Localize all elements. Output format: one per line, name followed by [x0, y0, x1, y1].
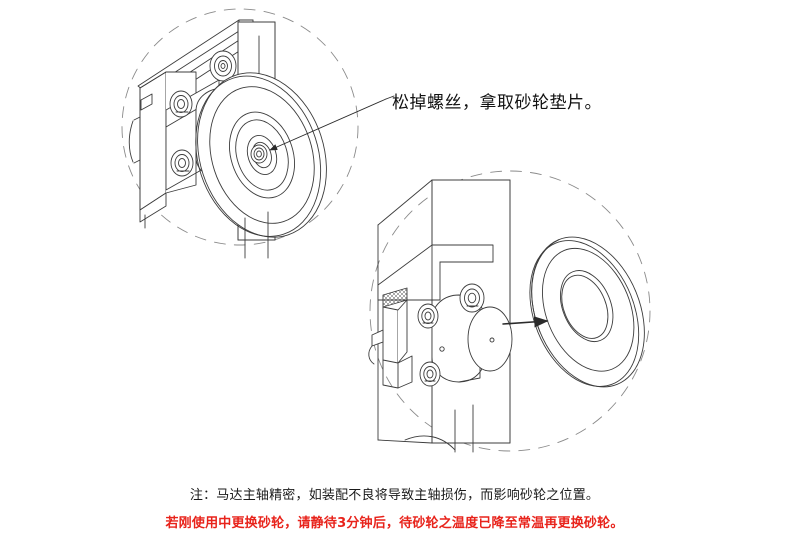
knurled-bracket	[368, 287, 413, 389]
callout-leader-tail	[385, 95, 395, 100]
hex-socket-bolt	[169, 90, 193, 118]
note-spindle-precision: 注：马达主轴精密，如装配不良将导致主轴损伤，而影响砂轮之位置。	[189, 488, 600, 503]
frame-base-lower	[404, 404, 474, 453]
note-hot-wheel-warning: 若刚使用中更换砂轮，请静待3分钟后，待砂轮之温度已降至常温再更换砂轮。	[165, 516, 624, 531]
hex-socket-bolt	[419, 361, 441, 387]
hex-socket-bolt	[209, 50, 237, 82]
motor-spindle-shaft	[431, 294, 513, 383]
removal-direction-arrow	[502, 316, 549, 328]
hex-socket-bolt	[170, 149, 194, 177]
hex-socket-bolt	[459, 283, 485, 313]
figure-lower-right	[368, 170, 651, 453]
callout-leader-line	[269, 98, 387, 151]
center-hub-screw	[250, 144, 268, 164]
detail-circle-lower	[369, 170, 651, 452]
callout-label: 松掉螺丝，拿取砂轮垫片。	[392, 93, 602, 113]
figure-upper-left	[121, 8, 395, 259]
frame-stem-upper	[244, 211, 269, 259]
detail-circle-upper	[121, 8, 359, 246]
hex-socket-bolt	[417, 303, 439, 329]
grinding-wheel-removed	[529, 236, 645, 388]
